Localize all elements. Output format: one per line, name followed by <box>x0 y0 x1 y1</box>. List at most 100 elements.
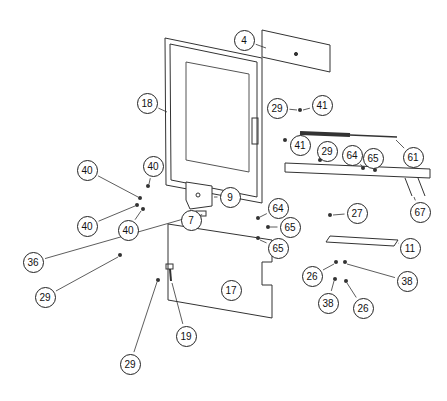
screw <box>328 213 332 217</box>
callout-text: 9 <box>227 192 233 203</box>
screw <box>146 184 150 188</box>
callout-text: 27 <box>351 208 362 219</box>
callout-text: 36 <box>27 257 38 268</box>
callout-number: 17 <box>221 280 242 301</box>
callout-text: 11 <box>405 243 415 254</box>
leader-line <box>99 206 135 221</box>
callout-number: 41 <box>290 135 311 156</box>
leader-line <box>256 44 266 48</box>
pin <box>170 269 171 281</box>
callout-number: 26 <box>302 266 323 287</box>
leader-line <box>396 140 404 148</box>
door-glass <box>186 62 249 172</box>
callout-number: 40 <box>77 216 98 237</box>
callout-number: 26 <box>353 298 374 319</box>
leader-line <box>323 264 334 270</box>
callout-number: 64 <box>342 145 363 166</box>
callout-number: 18 <box>137 93 158 114</box>
callout-text: 41 <box>316 100 327 111</box>
leader-line <box>98 176 138 197</box>
callout-number: 65 <box>280 217 301 238</box>
callout-number: 40 <box>77 160 98 181</box>
callout-text: 17 <box>225 285 236 296</box>
leader-line <box>149 178 150 184</box>
callout-number: 41 <box>312 95 333 116</box>
hinge-hole <box>196 193 200 197</box>
callout-number: 29 <box>35 287 56 308</box>
screw <box>333 277 337 281</box>
screw <box>373 168 377 172</box>
door-frame-inner <box>170 44 257 197</box>
screw <box>334 260 338 264</box>
screw <box>256 236 260 240</box>
leader-line <box>172 283 183 324</box>
leader-line <box>347 283 356 297</box>
callout-text: 40 <box>147 161 158 172</box>
callout-text: 40 <box>81 221 92 232</box>
rail-bracket <box>418 178 425 196</box>
door-frame <box>165 38 262 203</box>
leader-line <box>260 214 267 217</box>
screw <box>361 166 365 170</box>
callout-number: 29 <box>120 354 141 375</box>
leader-line <box>331 281 334 291</box>
callout-text: 65 <box>367 153 378 164</box>
callout-text: 40 <box>122 225 133 236</box>
callout-text: 7 <box>188 215 194 226</box>
callout-text: 29 <box>321 146 332 157</box>
screw <box>138 196 142 200</box>
callout-text: 29 <box>271 103 282 114</box>
callout-number: 65 <box>363 148 384 169</box>
rail-bracket <box>405 178 412 196</box>
hinge-bracket <box>186 182 212 209</box>
callout-number: 9 <box>220 187 241 208</box>
screw <box>343 260 347 264</box>
screw <box>283 138 287 142</box>
leader-line <box>214 197 218 198</box>
callout-number: 38 <box>397 271 418 292</box>
callout-number: 19 <box>176 326 197 347</box>
leader-line <box>289 109 297 111</box>
callout-text: 38 <box>401 276 412 287</box>
screw <box>256 216 260 220</box>
callout-number: 40 <box>118 220 139 241</box>
leader-line <box>303 108 310 110</box>
callout-text: 64 <box>346 150 357 161</box>
callout-text: 26 <box>357 303 368 314</box>
callout-text: 38 <box>322 298 333 309</box>
callout-number: 40 <box>143 156 164 177</box>
leader-line <box>134 282 157 352</box>
callout-number: 4 <box>234 30 255 51</box>
screw <box>118 253 122 257</box>
leader-line <box>333 214 345 216</box>
callout-number: 61 <box>403 147 424 168</box>
leader-line <box>347 264 395 278</box>
leader-line <box>288 141 289 142</box>
callout-text: 4 <box>241 35 247 46</box>
callout-number: 38 <box>318 293 339 314</box>
screw <box>266 225 270 229</box>
leader-line <box>135 211 141 220</box>
leader-line <box>158 108 167 112</box>
callout-number: 11 <box>400 238 421 259</box>
callout-text: 65 <box>284 222 295 233</box>
callout-text: 64 <box>272 203 283 214</box>
callout-text: 61 <box>407 152 418 163</box>
top-plate <box>262 30 330 72</box>
callout-number: 64 <box>268 198 289 219</box>
callout-number: 29 <box>317 141 338 162</box>
callout-text: 40 <box>81 165 92 176</box>
callout-text: 18 <box>141 98 152 109</box>
flat-bar <box>326 236 398 246</box>
screw <box>298 108 302 112</box>
screw <box>156 278 160 282</box>
screw <box>135 203 139 207</box>
callout-number: 29 <box>267 98 288 119</box>
callout-number: 7 <box>181 210 202 231</box>
callout-text: 65 <box>272 243 283 254</box>
screw <box>141 207 145 211</box>
callout-number: 27 <box>347 203 368 224</box>
lower-panel <box>168 224 272 318</box>
gas-spring-body <box>300 133 350 135</box>
